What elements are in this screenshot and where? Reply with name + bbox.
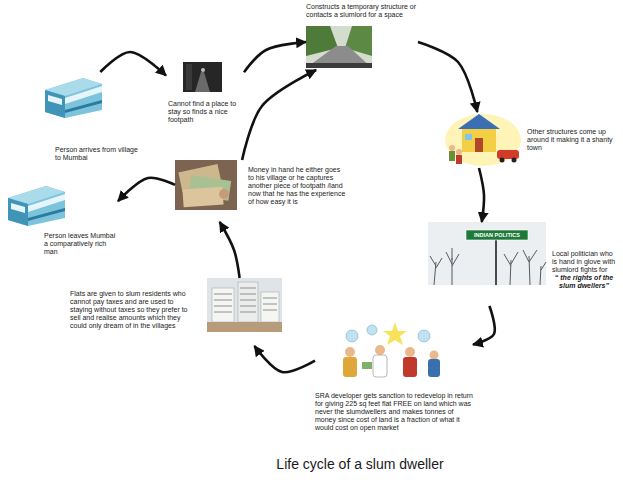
cartoon-head bbox=[430, 351, 439, 360]
flat-block bbox=[212, 288, 234, 322]
shanty-car bbox=[497, 150, 519, 159]
road-sign bbox=[466, 230, 528, 240]
step-caption: Cannot find a place to stay so finds a n… bbox=[168, 100, 242, 124]
bare-trees bbox=[430, 248, 546, 285]
text-block: Person arrives from village to Mumbai bbox=[55, 146, 140, 162]
text-block: Local politician who is hand in glove wi… bbox=[552, 250, 616, 290]
shanty-person bbox=[456, 149, 462, 155]
step-caption: Other structures come up around it makin… bbox=[527, 128, 613, 152]
money-photo bbox=[175, 160, 237, 210]
step-caption: Flats are given to slum residents who ca… bbox=[70, 290, 194, 330]
shanty-door bbox=[475, 138, 483, 152]
sun-star bbox=[383, 322, 407, 345]
step-node: Money in hand he either goes to his vill… bbox=[175, 160, 347, 222]
cartoon-body bbox=[343, 357, 357, 377]
shanty-house bbox=[462, 128, 496, 152]
speech-bubble bbox=[367, 325, 377, 335]
step-caption: Money in hand he either goes to his vill… bbox=[248, 166, 346, 206]
sra-cartoon bbox=[343, 322, 440, 377]
cycle-arrow bbox=[254, 346, 315, 372]
shanty-car-wheel bbox=[512, 158, 517, 163]
sign-pole bbox=[495, 240, 497, 285]
step-caption: Constructs a temporary structure or cont… bbox=[306, 3, 418, 19]
shanty-roof bbox=[458, 114, 500, 129]
cycle-arrow bbox=[473, 306, 495, 345]
step-node: Constructs a temporary structure or cont… bbox=[306, 0, 418, 70]
text-block: Cannot find a place to stay so finds a n… bbox=[168, 100, 242, 124]
step-node: Person leaves Mumbai a comparatively ric… bbox=[8, 180, 118, 258]
banknote bbox=[182, 187, 223, 208]
cycle-arrow bbox=[220, 222, 240, 278]
text-block: Money in hand he either goes to his vill… bbox=[248, 166, 346, 206]
flat-block bbox=[261, 292, 279, 322]
cycle-arrow bbox=[242, 70, 316, 160]
text-block: Flats are given to slum residents who ca… bbox=[70, 290, 194, 330]
step-node: Local politician who is hand in glove wi… bbox=[428, 222, 620, 306]
cartoon-head bbox=[375, 345, 385, 355]
text-block: SRA developer gets sanction to redevelop… bbox=[315, 392, 473, 432]
text-block: Person leaves Mumbai a comparatively ric… bbox=[44, 232, 118, 256]
shanty-car-wheel bbox=[500, 158, 505, 163]
step-caption: Local politician who is hand in glove wi… bbox=[552, 250, 616, 274]
politics-photo bbox=[428, 222, 546, 285]
step-caption: Person leaves Mumbai a comparatively ric… bbox=[44, 232, 118, 256]
shanty-glow bbox=[445, 114, 521, 166]
train-icon bbox=[8, 186, 65, 226]
road-dashboard bbox=[306, 63, 372, 68]
shanty-window bbox=[465, 134, 472, 140]
step-node: SRA developer gets sanction to redevelop… bbox=[315, 322, 473, 455]
cartoon-money bbox=[362, 362, 372, 369]
cycle-arrow bbox=[479, 168, 484, 222]
step-node: Flats are given to slum residents who ca… bbox=[70, 278, 282, 346]
cycle-arrow bbox=[100, 52, 166, 76]
cycle-arrow bbox=[418, 42, 477, 112]
flats-photo bbox=[207, 278, 282, 332]
text-block: Constructs a temporary structure or cont… bbox=[306, 3, 418, 19]
hand bbox=[219, 189, 229, 199]
sign-text: INDIAN POLITICS bbox=[466, 230, 528, 240]
cartoon-head bbox=[405, 347, 415, 357]
cycle-arrow bbox=[244, 42, 306, 72]
step-caption: “ the rights of the slum dwellers” bbox=[552, 274, 616, 290]
flats-ground bbox=[207, 322, 282, 332]
road-photo bbox=[306, 26, 372, 68]
text-block: Other structures come up around it makin… bbox=[527, 128, 613, 152]
road-surface bbox=[306, 46, 372, 68]
step-caption: Person arrives from village to Mumbai bbox=[55, 146, 140, 162]
figure-caption: Life cycle of a slum dweller bbox=[200, 456, 520, 472]
cartoon-body bbox=[373, 355, 387, 377]
shanty-person bbox=[449, 145, 455, 151]
shanty-person bbox=[456, 155, 462, 164]
footpath-lane bbox=[195, 72, 210, 92]
footpath-wall bbox=[186, 64, 192, 90]
train-icon bbox=[45, 78, 102, 118]
step-node: Other structures come up around it makin… bbox=[445, 112, 615, 168]
step-caption: SRA developer gets sanction to redevelop… bbox=[315, 392, 473, 432]
cartoon-body bbox=[428, 359, 440, 377]
footpath-light bbox=[201, 68, 205, 72]
cycle-arrow bbox=[118, 178, 175, 201]
shanty-person bbox=[449, 151, 455, 161]
cartoon-head bbox=[345, 347, 355, 357]
speech-bubble bbox=[346, 330, 358, 342]
step-node: Cannot find a place to stay so finds a n… bbox=[166, 62, 244, 130]
speech-bubble bbox=[418, 330, 430, 342]
flat-windows bbox=[214, 288, 277, 312]
step-node: Person arrives from village to Mumbai bbox=[45, 72, 142, 170]
cartoon-body bbox=[403, 357, 417, 377]
footpath-photo bbox=[183, 62, 222, 92]
